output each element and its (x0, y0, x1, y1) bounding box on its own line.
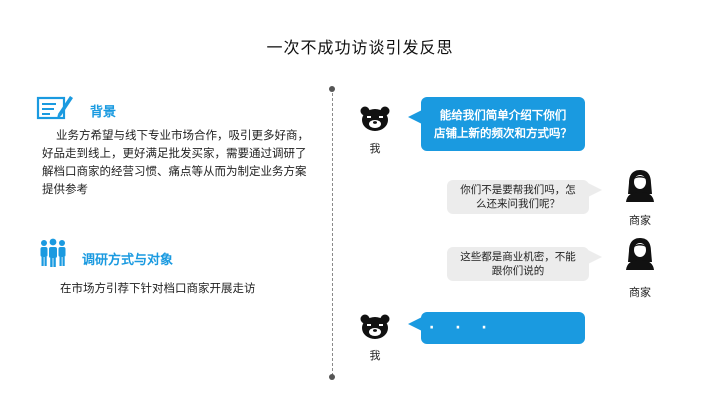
bubble-tail (588, 183, 602, 197)
bear-avatar-icon (360, 314, 390, 344)
background-text: 业务方希望与线下专业市场合作，吸引更多好商， 好品走到线上，更好满足批发买家，需… (42, 126, 332, 198)
chat-bubble-line: 你们不是要帮我们吗，怎 (460, 184, 576, 196)
chat-bubble-me: 能给我们简单介绍下你们 店铺上新的频次和方式吗？ (421, 97, 585, 151)
page-title: 一次不成功访谈引发反思 (266, 38, 454, 57)
merchant-label: 商家 (629, 214, 651, 227)
woman-avatar-icon (623, 236, 657, 274)
chat-bubble-line: 店铺上新的频次和方式吗？ (434, 126, 572, 140)
me-label: 我 (369, 349, 381, 362)
chat-bubble-merchant: 你们不是要帮我们吗，怎 么还来问我们呢？ (447, 180, 589, 214)
bubble-tail (408, 317, 422, 331)
people-group-icon (38, 238, 68, 272)
background-line: 解档口商家的经营习惯、痛点等从而为制定业务方案 (42, 164, 307, 178)
chat-bubble-line: 跟你们说的 (491, 265, 545, 277)
chat-bubble-typing: · · · (421, 312, 585, 344)
chat-bubble-merchant: 这些都是商业机密，不能 跟你们说的 (447, 247, 589, 281)
background-line: 业务方希望与线下专业市场合作，吸引更多好商， (56, 128, 309, 142)
me-label: 我 (369, 142, 381, 155)
document-pen-icon (36, 92, 74, 126)
chat-bubble-line: 能给我们简单介绍下你们 (439, 108, 567, 122)
method-heading: 调研方式与对象 (82, 253, 174, 268)
bubble-tail (588, 250, 602, 264)
bubble-tail (408, 110, 422, 124)
background-heading: 背景 (90, 105, 117, 120)
vertical-divider (332, 88, 333, 376)
bear-avatar-icon (360, 106, 390, 136)
background-line: 提供参考 (42, 182, 88, 196)
divider-dot-bottom (329, 374, 335, 380)
woman-avatar-icon (623, 168, 657, 206)
chat-bubble-line: 这些都是商业机密，不能 (460, 251, 576, 263)
method-text: 在市场方引荐下针对档口商家开展走访 (60, 281, 256, 295)
merchant-label: 商家 (629, 286, 651, 299)
background-line: 好品走到线上，更好满足批发买家，需要通过调研了 (42, 146, 307, 160)
chat-bubble-line: 么还来问我们呢？ (476, 198, 560, 210)
divider-dot-top (329, 86, 335, 92)
